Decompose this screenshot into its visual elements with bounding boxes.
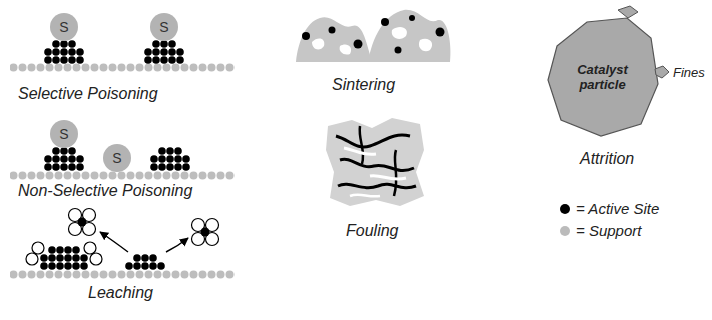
legend-swatch <box>560 204 570 214</box>
mechanism-caption: Fouling <box>346 222 398 240</box>
active-cluster <box>40 246 88 270</box>
mechanism-caption: Attrition <box>580 150 634 168</box>
ligand-circle <box>84 242 96 254</box>
leaching-sketch <box>10 209 235 280</box>
mechanism-caption: Non-Selective Poisoning <box>18 182 192 200</box>
poison-symbol: S <box>59 19 68 35</box>
sintered-grain <box>368 10 451 62</box>
leach-arrow <box>100 232 128 252</box>
particle-label: Catalyst particle <box>564 62 642 92</box>
mechanism-caption: Sintering <box>332 76 395 94</box>
active-cluster <box>144 40 184 64</box>
catalyst-particle: Catalyst particle <box>545 14 660 139</box>
active-cluster <box>44 147 84 171</box>
fine-fragment <box>618 6 638 18</box>
legend-entry: = Active Site <box>560 200 659 217</box>
legend-text: = Active Site <box>576 200 659 217</box>
active-cluster <box>125 254 165 270</box>
fouling-sketch <box>326 118 424 206</box>
active-cluster <box>150 147 190 171</box>
fines-fragment: Fines <box>654 62 712 82</box>
poison-atom: S <box>50 13 78 41</box>
selective-poisoning-sketch <box>10 40 235 72</box>
sintered-grain <box>296 17 372 62</box>
support-row <box>10 270 235 279</box>
leach-arrow <box>166 238 188 252</box>
sintering-sketch <box>296 10 451 62</box>
poison-symbol: S <box>159 19 168 35</box>
fouled-pellet <box>326 118 424 206</box>
poison-atom: S <box>150 13 178 41</box>
ligand-circle <box>90 253 102 265</box>
poison-atom: S <box>50 120 78 148</box>
ligand-circle <box>26 253 38 265</box>
leached-complex <box>69 209 96 236</box>
legend-text: = Support <box>576 222 641 239</box>
mechanism-caption: Selective Poisoning <box>18 85 158 103</box>
support-row <box>10 63 235 72</box>
legend-entry: = Support <box>560 222 641 239</box>
legend-swatch <box>560 226 570 236</box>
ligand-circle <box>32 242 44 254</box>
leached-complex <box>192 219 219 246</box>
poison-symbol: S <box>112 150 121 166</box>
mechanism-caption: Leaching <box>88 284 153 302</box>
fine-fragment <box>654 65 670 79</box>
fines-label: Fines <box>673 65 705 80</box>
active-cluster <box>44 40 84 64</box>
support-row <box>10 171 235 180</box>
poison-atom: S <box>103 144 131 172</box>
poison-symbol: S <box>59 126 68 142</box>
